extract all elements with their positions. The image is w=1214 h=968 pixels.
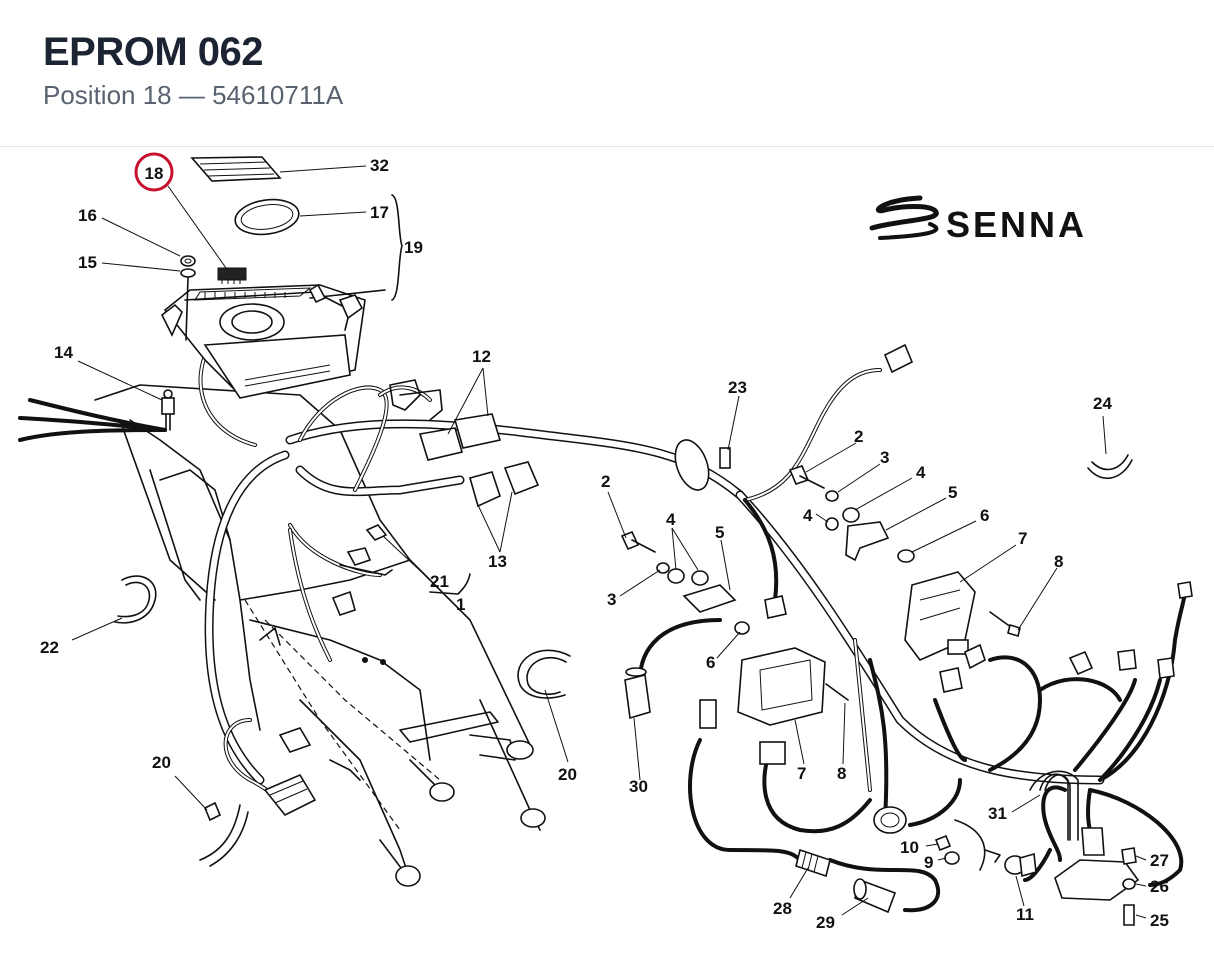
exploded-parts-diagram: SENNA xyxy=(0,148,1214,968)
page-subtitle: Position 18 — 54610711A xyxy=(43,80,344,110)
callout-18-highlight[interactable]: 18 xyxy=(134,152,174,192)
clamp-20-left xyxy=(199,801,249,867)
hose-31 xyxy=(1039,773,1071,841)
callout-label: 20 xyxy=(558,765,577,784)
callout-label: 4 xyxy=(803,506,813,525)
callout-label: 21 xyxy=(430,572,449,591)
module-7-center xyxy=(737,647,849,765)
callout-label: 11 xyxy=(1016,905,1034,924)
sensor-28 xyxy=(795,848,831,878)
connectors-13 xyxy=(469,461,540,508)
eprom-chip-18[interactable] xyxy=(217,267,247,284)
sensor-14 xyxy=(161,389,175,431)
cover-17 xyxy=(234,198,300,236)
callout-label: 13 xyxy=(488,552,507,571)
callout-label: 4 xyxy=(916,463,926,482)
senna-logo-text: SENNA xyxy=(946,204,1087,245)
clamp-20-center xyxy=(517,649,571,699)
nut-16 xyxy=(180,255,196,267)
callout-label: 25 xyxy=(1150,911,1169,930)
module-7-upper xyxy=(904,571,976,661)
callout-label: 24 xyxy=(1093,394,1112,413)
callout-label: 14 xyxy=(54,343,73,362)
callout-label: 31 xyxy=(988,804,1007,823)
callout-labels: 32 17 19 16 15 14 12 13 21 1 22 20 20 23… xyxy=(40,156,1169,932)
callout-label: 10 xyxy=(900,838,919,857)
callout-label: 4 xyxy=(666,510,676,529)
callout-label: 9 xyxy=(924,853,933,872)
hardware-group-center xyxy=(620,530,750,635)
callout-label: 19 xyxy=(404,238,423,257)
callout-label: 8 xyxy=(837,764,846,783)
senna-logo: SENNA xyxy=(869,195,1087,245)
round-connector xyxy=(699,699,907,834)
label-plate-32 xyxy=(190,156,282,182)
clamp-22 xyxy=(114,575,157,624)
connector-block-left xyxy=(263,590,356,817)
callout-label: 7 xyxy=(1018,529,1027,548)
callout-label: 8 xyxy=(1054,552,1063,571)
callout-label: 17 xyxy=(370,203,389,222)
hardware-10-9-11 xyxy=(934,819,1037,878)
callout-label: 29 xyxy=(816,913,835,932)
callout-label: 30 xyxy=(629,777,648,796)
chassis-frame xyxy=(94,384,546,887)
callout-label: 32 xyxy=(370,156,389,175)
callout-label: 22 xyxy=(40,638,59,657)
highlight-ring xyxy=(134,152,174,192)
ecu-assembly xyxy=(160,283,386,399)
map-sensor-26 xyxy=(1054,827,1140,926)
callout-label: 16 xyxy=(78,206,97,225)
callout-label: 6 xyxy=(706,653,715,672)
callout-label: 2 xyxy=(854,427,863,446)
callout-label: 27 xyxy=(1150,851,1169,870)
hardware-group-upper xyxy=(788,465,1021,638)
harness-sleeve-23 xyxy=(674,439,731,491)
callout-label: 2 xyxy=(601,472,610,491)
callout-18-label: 18 xyxy=(145,164,164,183)
callout-label: 26 xyxy=(1150,877,1169,896)
washer-15 xyxy=(180,268,196,341)
callout-label: 23 xyxy=(728,378,747,397)
sensor-29 xyxy=(853,878,897,914)
sensors-right xyxy=(764,343,1193,693)
callout-label: 3 xyxy=(607,590,616,609)
diagram-svg: SENNA xyxy=(18,152,1193,932)
sensor-30 xyxy=(624,667,651,720)
callout-label: 5 xyxy=(948,483,957,502)
clamp-24 xyxy=(1087,454,1133,480)
callout-label: 7 xyxy=(797,764,806,783)
header: EPROM 062 Position 18 — 54610711A xyxy=(0,0,1214,147)
callout-label: 20 xyxy=(152,753,171,772)
callout-label: 12 xyxy=(472,347,491,366)
relays-12 xyxy=(389,379,502,461)
callout-label: 1 xyxy=(456,595,465,614)
clip-21 xyxy=(339,524,393,576)
page-title: EPROM 062 xyxy=(43,30,264,74)
callout-label: 15 xyxy=(78,253,97,272)
callout-label: 6 xyxy=(980,506,989,525)
callout-label: 3 xyxy=(880,448,889,467)
leader-lines xyxy=(71,165,1147,919)
callout-label: 28 xyxy=(773,899,792,918)
callout-label: 5 xyxy=(715,523,724,542)
